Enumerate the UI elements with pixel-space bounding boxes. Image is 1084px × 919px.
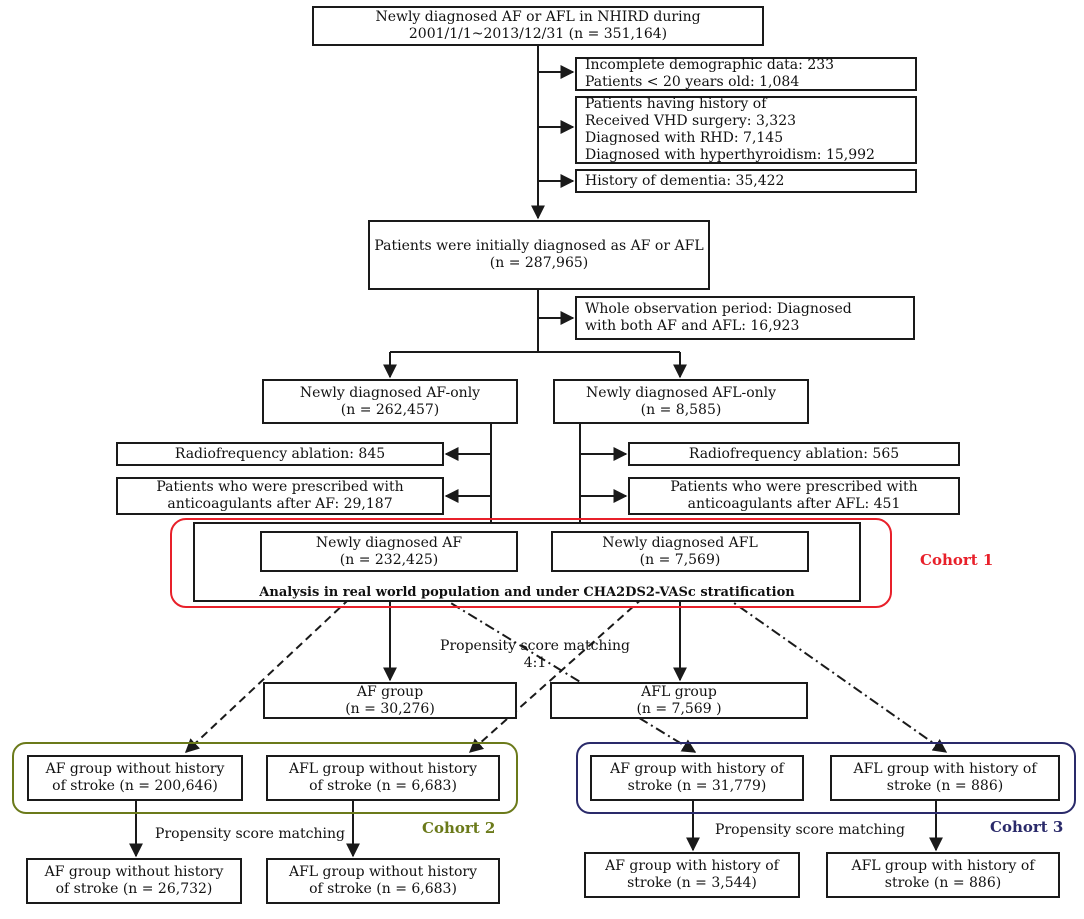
af-group-line-1: AF group	[356, 683, 424, 700]
psm-right-text: Propensity score matching	[715, 822, 905, 838]
box-af-no-stroke-matched: AF group without history of stroke (n = …	[26, 858, 242, 904]
af-stroke-line-1: AF group with history of	[610, 761, 784, 777]
box-af-stroke: AF group with history of stroke (n = 31,…	[590, 755, 804, 801]
new-af-line-2: (n = 232,425)	[339, 551, 439, 568]
new-afl-line-1: Newly diagnosed AFL	[602, 534, 758, 551]
afl-group-line-1: AFL group	[641, 683, 717, 700]
af-only-line-2: (n = 262,457)	[340, 401, 440, 418]
box-rfa-af: Radiofrequency ablation: 845	[116, 442, 444, 466]
box-excl-demo: Incomplete demographic data: 233 Patient…	[575, 57, 917, 91]
excl-history-line-1: Patients having history of	[585, 96, 767, 112]
af-stroke-m-line-1: AF group with history of	[605, 858, 779, 874]
box-new-af: Newly diagnosed AF (n = 232,425)	[260, 531, 518, 572]
box-excl-both: Whole observation period: Diagnosed with…	[575, 296, 915, 340]
cohort3-label: Cohort 3	[990, 818, 1064, 836]
af-no-stroke-line-1: AF group without history	[45, 761, 225, 777]
rfa-af-line-1: Radiofrequency ablation: 845	[174, 445, 386, 462]
new-af-line-1: Newly diagnosed AF	[315, 534, 463, 551]
box-afl-no-stroke-matched: AFL group without history of stroke (n =…	[266, 858, 500, 904]
cohort2-label: Cohort 2	[422, 819, 496, 837]
box-excl-history: Patients having history of Received VHD …	[575, 96, 917, 164]
box-initial: Patients were initially diagnosed as AF …	[368, 220, 710, 290]
psm-ratio-text: 4:1	[523, 655, 547, 671]
psm-left-text: Propensity score matching	[155, 826, 345, 842]
dash-af-to-no-stroke	[184, 571, 379, 753]
box-rfa-afl: Radiofrequency ablation: 565	[628, 442, 960, 466]
box-new-afl: Newly diagnosed AFL (n = 7,569)	[551, 531, 809, 572]
anticoag-af-line-2: anticoagulants after AF: 29,187	[167, 496, 393, 512]
box-anticoag-af: Patients who were prescribed with antico…	[116, 477, 444, 515]
cohort1-analysis-text: Analysis in real world population and un…	[259, 585, 795, 600]
box-afl-group: AFL group (n = 7,569 )	[550, 682, 808, 719]
afl-no-stroke-line-2: of stroke (n = 6,683)	[309, 778, 457, 794]
afl-stroke-line-1: AFL group with history of	[853, 761, 1037, 777]
dashdot-af-to-stroke	[399, 571, 697, 753]
afl-no-stroke-line-1: AFL group without history	[288, 761, 478, 777]
box-top-line-2: 2001/1/1~2013/12/31 (n = 351,164)	[408, 26, 668, 42]
af-no-stroke-line-2: of stroke (n = 200,646)	[52, 778, 218, 794]
box-top-line-1: Newly diagnosed AF or AFL in NHIRD durin…	[375, 9, 701, 25]
box-top: Newly diagnosed AF or AFL in NHIRD durin…	[312, 6, 764, 46]
cohort2-frame	[12, 742, 518, 814]
box-af-group: AF group (n = 30,276)	[263, 682, 517, 719]
afl-group-line-2: (n = 7,569 )	[636, 700, 722, 717]
rfa-afl-line-1: Radiofrequency ablation: 565	[688, 445, 900, 462]
afl-stroke-m-line-1: AFL group with history of	[851, 858, 1035, 874]
afl-only-line-2: (n = 8,585)	[640, 401, 722, 418]
psm-main-text: Propensity score matching	[440, 638, 630, 654]
box-afl-no-stroke: AFL group without history of stroke (n =…	[266, 755, 500, 801]
box-afl-only: Newly diagnosed AFL-only (n = 8,585)	[553, 379, 809, 424]
initial-line-2: (n = 287,965)	[489, 255, 589, 271]
box-afl-stroke: AFL group with history of stroke (n = 88…	[830, 755, 1060, 801]
new-afl-line-2: (n = 7,569)	[639, 551, 721, 568]
box-af-stroke-matched: AF group with history of stroke (n = 3,5…	[584, 852, 800, 898]
cohort3-frame	[576, 742, 1076, 814]
excl-history-line-4: Diagnosed with hyperthyroidism: 15,992	[585, 147, 875, 163]
afl-stroke-line-2: stroke (n = 886)	[886, 778, 1004, 794]
box-afl-stroke-matched: AFL group with history of stroke (n = 88…	[826, 852, 1060, 898]
af-stroke-line-2: stroke (n = 31,779)	[627, 778, 767, 794]
dashdot-afl-to-stroke	[689, 571, 948, 753]
anticoag-afl-line-2: anticoagulants after AFL: 451	[687, 496, 901, 512]
af-stroke-m-line-2: stroke (n = 3,544)	[627, 875, 757, 891]
box-af-no-stroke: AF group without history of stroke (n = …	[27, 755, 243, 801]
af-no-stroke-m-line-1: AF group without history	[44, 864, 224, 880]
excl-both-line-2: with both AF and AFL: 16,923	[585, 318, 800, 334]
af-no-stroke-m-line-2: of stroke (n = 26,732)	[55, 881, 213, 897]
anticoag-afl-line-1: Patients who were prescribed with	[670, 479, 918, 495]
excl-dementia-line-1: History of dementia: 35,422	[585, 172, 785, 189]
afl-no-stroke-m-line-1: AFL group without history	[288, 864, 478, 880]
af-only-line-1: Newly diagnosed AF-only	[299, 384, 481, 401]
initial-line-1: Patients were initially diagnosed as AF …	[374, 238, 704, 254]
excl-history-line-2: Received VHD surgery: 3,323	[585, 113, 797, 129]
af-group-line-2: (n = 30,276)	[345, 700, 435, 717]
cohort1-label: Cohort 1	[920, 551, 994, 569]
box-af-only: Newly diagnosed AF-only (n = 262,457)	[262, 379, 518, 424]
dash-afl-to-no-stroke	[468, 571, 673, 753]
box-excl-dementia: History of dementia: 35,422	[575, 169, 917, 193]
excl-both-line-1: Whole observation period: Diagnosed	[585, 301, 852, 317]
box-anticoag-afl: Patients who were prescribed with antico…	[628, 477, 960, 515]
cohort1-frame	[170, 518, 892, 608]
excl-demo-line-2: Patients < 20 years old: 1,084	[585, 74, 800, 90]
afl-stroke-m-line-2: stroke (n = 886)	[884, 875, 1002, 891]
excl-demo-line-1: Incomplete demographic data: 233	[585, 57, 835, 73]
excl-history-line-3: Diagnosed with RHD: 7,145	[585, 130, 784, 146]
afl-only-line-1: Newly diagnosed AFL-only	[585, 384, 777, 401]
afl-no-stroke-m-line-2: of stroke (n = 6,683)	[309, 881, 457, 897]
anticoag-af-line-1: Patients who were prescribed with	[156, 479, 404, 495]
